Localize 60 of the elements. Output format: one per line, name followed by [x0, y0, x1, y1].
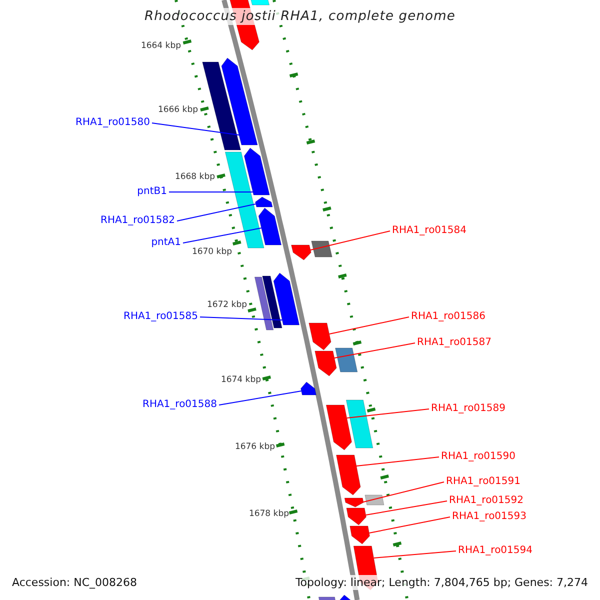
gene-feature	[262, 276, 282, 328]
gene-feature	[273, 272, 300, 326]
gene-feature	[314, 350, 337, 376]
gene-label: RHA1_ro01587	[417, 336, 492, 350]
gene-label: RHA1_ro01588	[142, 398, 217, 412]
accession-text: Accession: NC_008268	[10, 575, 140, 590]
leader-line	[373, 550, 456, 558]
gene-label: pntA1	[151, 236, 181, 250]
leader-line	[356, 456, 440, 466]
leader-line	[362, 482, 444, 502]
gene-feature	[364, 494, 384, 506]
gene-label: RHA1_ro01593	[452, 510, 526, 524]
scale-label: 1664 kbp	[140, 41, 181, 52]
gene-label: RHA1_ro01586	[411, 310, 486, 324]
leader-line	[328, 316, 410, 334]
gene-feature	[326, 404, 352, 450]
gene-label: RHA1_ro01589	[431, 402, 506, 416]
leader-line	[368, 516, 450, 534]
genome-info-text: Topology: linear; Length: 7,804,765 bp; Genes: 7,274	[293, 575, 590, 590]
gene-feature	[335, 348, 358, 372]
scale-label: 1678 kbp	[248, 509, 289, 520]
leader-line	[346, 408, 430, 418]
gene-label: RHA1_ro01585	[124, 310, 198, 324]
gene-label: pntB1	[137, 185, 167, 199]
gene-feature	[248, 0, 270, 6]
title: Rhodococcus jostii RHA1, complete genome	[142, 8, 458, 25]
scale-label: 1674 kbp	[220, 375, 261, 386]
gene-label: RHA1_ro01584	[392, 224, 466, 238]
gene-label: RHA1_ro01580	[76, 116, 150, 130]
gene-label: RHA1_ro01590	[441, 450, 516, 464]
scale-label: 1666 kbp	[158, 105, 198, 116]
leader-line	[200, 316, 283, 320]
leader-line	[152, 122, 240, 136]
leader-line	[218, 390, 302, 406]
gene-label: RHA1_ro01591	[446, 475, 520, 489]
gene-feature	[344, 498, 364, 508]
gene-label: RHA1_ro01594	[458, 544, 532, 558]
scale-label: 1668 kbp	[174, 172, 215, 183]
leader-line	[176, 204, 256, 222]
gene-feature	[254, 276, 274, 330]
scale-label: 1670 kbp	[192, 247, 232, 258]
scale-label: 1676 kbp	[234, 442, 275, 453]
gene-feature	[221, 58, 258, 146]
leader-line	[182, 228, 262, 244]
gene-label: RHA1_ro01582	[100, 214, 175, 228]
gene-feature	[300, 382, 316, 396]
gene-feature	[202, 62, 241, 150]
gene-feature	[346, 400, 374, 448]
gene-feature	[318, 596, 338, 600]
gene-feature	[291, 244, 312, 260]
leader-line	[310, 230, 390, 250]
leader-line	[334, 342, 416, 358]
scale-label: 1672 kbp	[206, 300, 247, 311]
gene-feature	[224, 152, 264, 248]
gene-label: RHA1_ro01592	[449, 494, 524, 508]
gene-feature	[311, 240, 332, 258]
gene-feature	[346, 508, 366, 526]
gene-feature	[336, 454, 361, 496]
leader-line	[365, 500, 448, 516]
gene-feature	[308, 322, 332, 350]
